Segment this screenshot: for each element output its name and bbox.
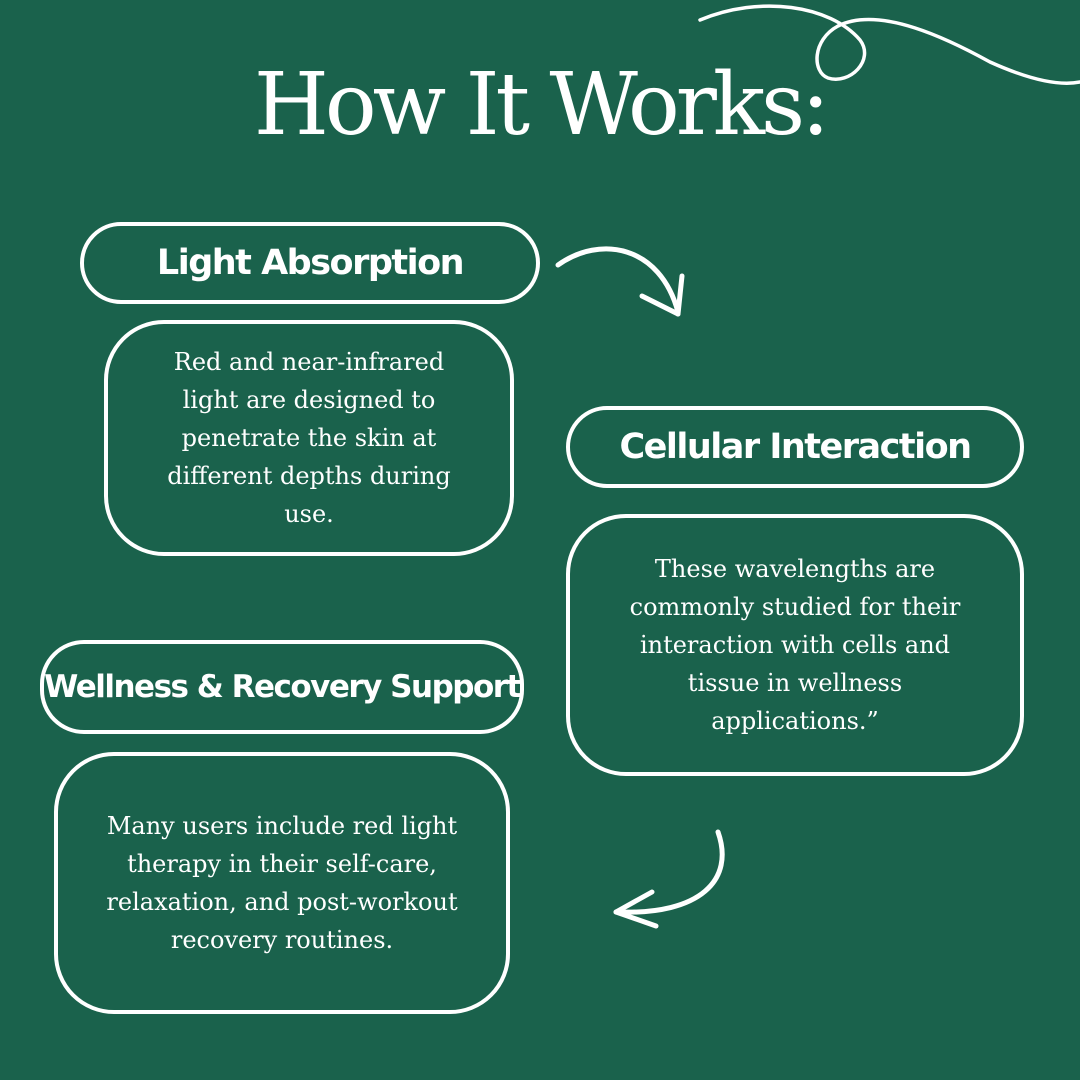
step-cellular-interaction-heading: Cellular Interaction: [566, 406, 1024, 488]
step-heading-label: Light Absorption: [156, 243, 465, 283]
step-wellness-recovery-card: Many users include red light therapy in …: [54, 752, 510, 1014]
step-body-text: Many users include red light therapy in …: [106, 812, 458, 954]
step-cellular-interaction-card: These wavelengths are commonly studied f…: [566, 514, 1024, 776]
page-title: How It Works:: [253, 55, 830, 155]
step-wellness-recovery-heading: Wellness & Recovery Support: [40, 640, 524, 734]
step-heading-label: Cellular Interaction: [619, 427, 972, 467]
step-heading-label: Wellness & Recovery Support: [44, 669, 521, 705]
step-body-text: These wavelengths are commonly studied f…: [629, 555, 961, 735]
step-light-absorption-heading: Light Absorption: [80, 222, 540, 304]
step-body-text: Red and near-infrared light are designed…: [167, 348, 451, 528]
step-light-absorption-card: Red and near-infrared light are designed…: [104, 320, 514, 556]
